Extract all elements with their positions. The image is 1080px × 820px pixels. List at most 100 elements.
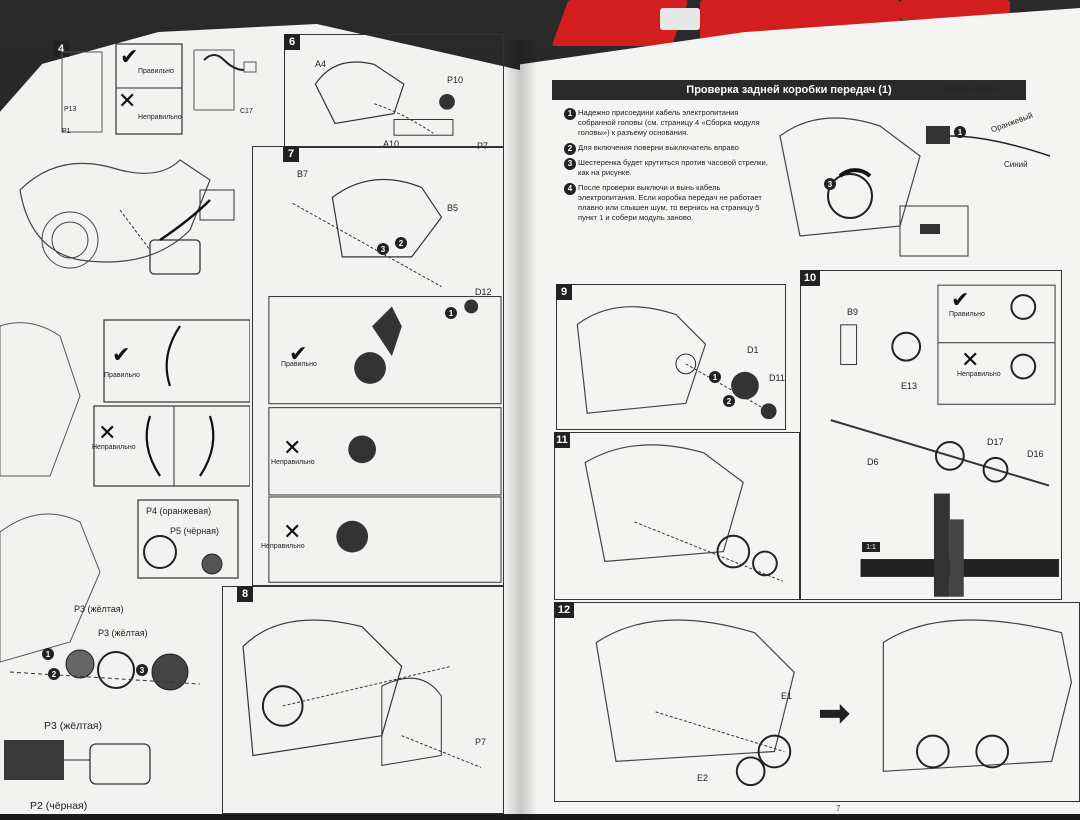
correct-label: Правильно (949, 311, 985, 318)
part-label: A10 (383, 139, 400, 149)
step-order-2: 2 (48, 668, 60, 680)
part-label: D12 (475, 287, 492, 297)
instruction-text: Надежно присоедини кабель электропитания… (578, 108, 760, 137)
step-order-1: 1 (445, 307, 457, 319)
scale-ratio-badge: 1:1 (862, 542, 880, 552)
instruction-item: 2 Для включения поверни выключатель впра… (564, 143, 778, 155)
blue-wire-label: Синий (1004, 160, 1028, 169)
gear-label-p3: P3 (жёлтая) (98, 628, 148, 638)
part-label: A4 (315, 59, 327, 69)
gearbox-check-sketch (779, 117, 1051, 257)
gear-label-p2: P2 (чёрная) (30, 800, 88, 812)
step-12-sketch (595, 619, 1073, 787)
part-label: B5 (447, 203, 459, 213)
correct-check-icon: ✔ (112, 342, 131, 367)
bottom-left-panel: P3 (жёлтая) P2 (чёрная) (0, 704, 210, 814)
wrong-cross-icon: ✕ (98, 420, 117, 445)
step-number: 8 (237, 586, 253, 602)
correct-check-icon: ✔ (120, 44, 139, 69)
wrong-label: Неправильно (261, 543, 305, 550)
step-number: 9 (556, 284, 572, 300)
wrong-label: Неправильно (271, 459, 315, 466)
wrong-cross-icon: ✕ (283, 519, 302, 544)
wrong-label: Неправильно (92, 444, 136, 451)
part-label: D17 (987, 437, 1004, 447)
left-page (0, 23, 528, 814)
step-order-1: 1 (42, 648, 54, 660)
wiring-sketch (0, 319, 250, 487)
step-number: 10 (800, 270, 820, 286)
wiring-compare-panel: ✔ Правильно ✕ Неправильно (0, 316, 250, 488)
gear-label-p5: P5 (чёрная) (170, 526, 220, 536)
instruction-number: 2 (564, 143, 576, 155)
step-7-panel: 7 B7 B5 D12 1 2 3 ✔ Правильно ✕ Неправил… (252, 146, 504, 586)
instruction-text: После проверки выключи и вынь кабель эле… (578, 183, 762, 222)
part-label: C17 (240, 108, 253, 115)
section-title: Проверка задней коробки передач (1) (552, 80, 1026, 100)
step-9-panel: 9 D1 D11 1 2 (556, 284, 786, 430)
wrong-label: Неправильно (957, 371, 1001, 378)
correct-check-icon: ✔ (289, 341, 308, 366)
correct-check-icon: ✔ (951, 287, 970, 312)
part-label: P13 (64, 106, 77, 113)
part-label: E1 (781, 691, 793, 701)
step-number: 6 (284, 34, 300, 50)
correct-label: Правильно (104, 372, 140, 379)
wrong-label: Неправильно (138, 114, 182, 121)
part-label: E2 (697, 773, 709, 783)
step-6-panel: 6 A4 P10 A10 P7 (284, 34, 504, 151)
page-gutter (505, 40, 537, 820)
gear-label-p3: P3 (жёлтая) (74, 604, 124, 614)
wrong-cross-icon: ✕ (283, 435, 302, 460)
instruction-text: Для включения поверни выключатель вправо (578, 143, 739, 152)
correct-label: Правильно (138, 68, 174, 75)
part-label: D1 (747, 345, 759, 355)
gears-sketch (0, 499, 239, 691)
part-label: D11 (769, 373, 785, 383)
step-10-sketch (830, 284, 1060, 597)
step-12-panel: 12 E1 E2 (554, 602, 1080, 802)
wrong-cross-icon: ✕ (118, 88, 137, 113)
wrong-cross-icon: ✕ (961, 347, 980, 372)
step-order-3: 3 (136, 664, 148, 676)
white-sprue-parts (660, 8, 700, 30)
instruction-number: 4 (564, 183, 576, 195)
step-8-panel: 8 P7 (222, 586, 504, 814)
step-4-sketch (61, 43, 257, 135)
part-label: P10 (447, 75, 464, 85)
step-9-sketch (576, 306, 777, 420)
part-label: B9 (847, 307, 859, 317)
page-number: 7 (836, 804, 841, 813)
part-label: B7 (297, 169, 309, 179)
step-order-2: 2 (723, 395, 735, 407)
instruction-list: 1 Надежно присоедини кабель электропитан… (564, 108, 778, 228)
instruction-item: 4 После проверки выключи и вынь кабель э… (564, 183, 778, 223)
instruction-item: 3 Шестеренка будет крутиться против часо… (564, 158, 778, 178)
step-order-3: 3 (377, 243, 389, 255)
gear-label-p4: P4 (оранжевая) (146, 506, 212, 516)
step-4-panel: 4 ✔ Правильно ✕ Неправильно P13 P1 C17 (53, 41, 276, 140)
part-label: P1 (62, 128, 71, 135)
step-order-2: 2 (395, 237, 407, 249)
assembly-sketch (19, 159, 235, 275)
instruction-number: 3 (564, 158, 576, 170)
part-label: D6 (867, 457, 879, 467)
step-11-panel: 11 (554, 432, 800, 600)
step-number: 7 (283, 146, 299, 162)
part-label: E13 (901, 381, 918, 391)
step-10-panel: 10 B9 E13 D6 D17 D16 ✔ Правильно ✕ Непра… (800, 270, 1062, 600)
part-label: D16 (1027, 449, 1044, 459)
gears-step-panel: P4 (оранжевая) P5 (чёрная) P3 (жёлтая) P… (0, 492, 246, 698)
step-8-sketch (242, 619, 482, 768)
correct-label: Правильно (281, 361, 317, 368)
step-order-1: 1 (709, 371, 721, 383)
part-label: P7 (475, 737, 487, 747)
instruction-text: Шестеренка будет крутиться против часово… (578, 158, 768, 177)
instruction-number: 1 (564, 108, 576, 120)
step-order-3: 3 (824, 178, 836, 190)
step-number: 11 (554, 432, 570, 448)
step-6-sketch (314, 61, 455, 136)
step-number: 12 (554, 602, 574, 618)
step-11-sketch (584, 444, 783, 582)
